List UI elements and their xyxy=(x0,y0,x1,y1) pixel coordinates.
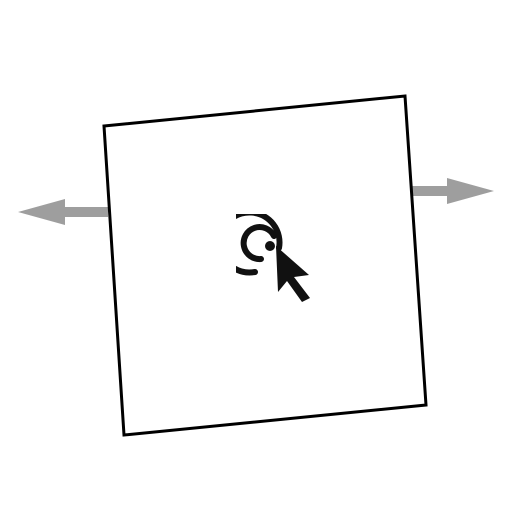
click-cursor-icon[interactable] xyxy=(236,214,318,306)
